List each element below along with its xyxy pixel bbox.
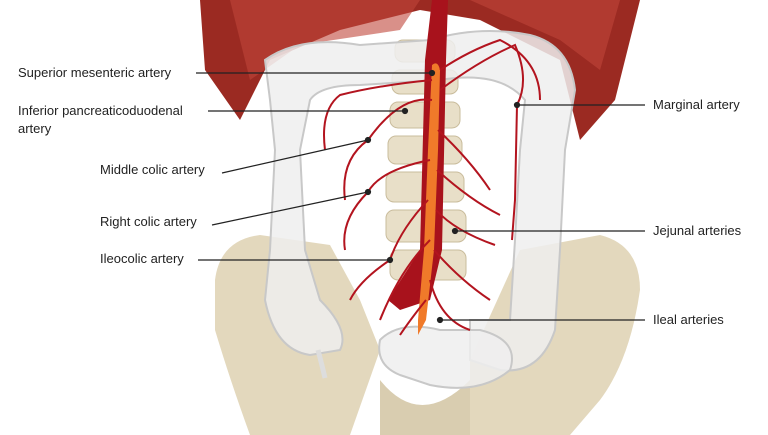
label-ileal-arteries: Ileal arteries	[653, 312, 724, 327]
large-intestine	[263, 30, 577, 389]
leader-lines	[196, 69, 645, 324]
superior-mesenteric-artery	[418, 63, 440, 335]
label-marginal-artery: Marginal artery	[653, 97, 740, 112]
label-inferior-pancreaticoduodenal-artery: Inferior pancreaticoduodenal artery	[18, 103, 183, 136]
label-ileocolic-artery: Ileocolic artery	[100, 251, 184, 266]
label-superior-mesenteric-artery: Superior mesenteric artery	[18, 65, 172, 80]
label-right-colic-artery: Right colic artery	[100, 214, 197, 229]
label-middle-colic-artery: Middle colic artery	[100, 162, 205, 177]
label-jejunal-arteries: Jejunal arteries	[653, 223, 742, 238]
